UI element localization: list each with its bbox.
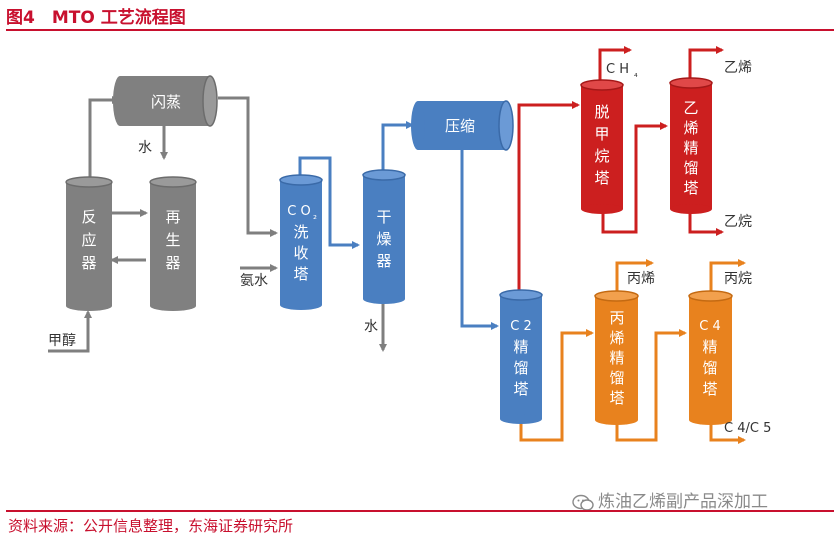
c4-tower-char-2: 馏 [702,359,717,377]
stream-labels: 水 氨水 水 甲醇 C H ₄ 乙烯 乙烷 丙烯 丙烷 C 4/C 5 [48,60,771,436]
c2-tower-char-1: 精 [513,338,528,356]
propylene-tower-char-5: 塔 [609,389,624,407]
stream-methane-sub: ₄ [634,70,638,80]
co2-washer-char-3: 塔 [293,265,308,283]
c2-to-propylene-line [519,329,594,442]
ethylene-tower-char-4: 馏 [683,159,698,177]
c4-tower: C 4 精 馏 塔 [688,290,733,425]
dryer-to-compressor-line [381,121,414,172]
propylene-tower-char-4: 馏 [609,369,624,387]
blue-flow-lines [298,121,499,330]
regenerator-vessel: 再 生 器 [149,176,197,311]
co2-washer-char-2: 收 [293,244,308,262]
compressor-to-c2-line [460,150,499,330]
stream-ethane: 乙烷 [724,214,752,230]
dryer-vessel: 干 燥 器 [362,169,406,304]
demethanizer-char-4: 塔 [594,169,609,187]
reactor-char-2: 应 [81,231,96,249]
c2-to-demethanizer-line [517,101,580,293]
dryer-char-3: 器 [376,252,391,270]
co2-washer-char-1: 洗 [293,223,308,241]
ethylene-tower-char-1: 乙 [683,99,698,117]
stream-ammonia: 氨水 [240,273,268,289]
demethanizer-tower: 脱 甲 烷 塔 [580,79,624,214]
flash-drum: 闪蒸 [113,75,218,127]
footer-rule [6,510,834,512]
stream-propylene: 丙烯 [627,271,655,287]
watermark-text: 炼油乙烯副产品深加工 [598,492,768,512]
co2-washer-tower: C O ₂ 洗 收 塔 [279,174,323,310]
source-note: 资料来源：公开信息整理，东海证券研究所 [8,517,294,535]
regenerator-char-1: 再 [165,208,180,226]
c2-tower-char-2: 馏 [513,359,528,377]
ethylene-tower-char-2: 烯 [683,119,698,137]
stream-methane: C H [606,62,629,77]
reactor-char-3: 器 [81,254,96,272]
figure-title: 图4 MTO 工艺流程图 [6,8,186,28]
propylene-tower-char-2: 烯 [609,329,624,347]
c2-tower: C 2 精 馏 塔 [499,289,543,424]
methane-out-line [598,46,632,82]
stream-propane: 丙烷 [724,271,752,287]
flash-label: 闪蒸 [151,93,181,111]
c2-tower-char-3: 塔 [513,380,528,398]
dryer-char-2: 燥 [376,230,391,248]
ethylene-tower: 乙 烯 精 馏 塔 [669,77,713,214]
stream-water-dryer: 水 [364,319,378,335]
reactor-char-1: 反 [81,208,96,226]
demethanizer-char-2: 甲 [594,125,609,143]
regenerator-char-3: 器 [165,254,180,272]
title-rule [6,29,834,31]
c4c5-out-line [709,420,746,444]
ethylene-tower-char-5: 塔 [683,179,698,197]
propylene-out-line [615,259,654,293]
compressor-drum: 压缩 [411,100,514,151]
c4-tower-char-1: 精 [702,338,717,356]
co2-washer-co: C O [287,204,310,219]
propane-out-line [709,259,746,293]
ethane-out-line [688,210,724,236]
reactor-vessel: 反 应 器 [65,176,113,311]
stream-water-flash: 水 [138,140,152,156]
stream-methanol: 甲醇 [48,332,76,349]
c2-tower-c2: C 2 [510,319,531,334]
reactor-to-flash-line [88,96,120,178]
ethylene-tower-char-3: 精 [683,139,698,157]
flash-to-washer-line [218,96,278,237]
compressor-label: 压缩 [445,117,475,135]
stream-c4c5: C 4/C 5 [724,421,771,436]
red-flow-lines [517,46,724,293]
demethanizer-char-1: 脱 [594,103,609,121]
gray-flow-lines [48,96,387,353]
c4-tower-char-3: 塔 [702,380,717,398]
regenerator-char-2: 生 [165,231,180,249]
dryer-char-1: 干 [376,208,391,226]
propylene-tower-char-3: 精 [609,349,624,367]
propylene-to-c4-line [615,329,687,442]
stream-ethylene: 乙烯 [724,60,752,76]
propylene-tower: 丙 烯 精 馏 塔 [594,290,639,425]
ethylene-out-line [688,46,724,80]
methanol-feed-line [48,310,92,353]
demethanizer-to-ethylene-line [601,122,668,234]
c4-tower-c4: C 4 [699,319,720,334]
demethanizer-char-3: 烷 [594,147,609,165]
orange-flow-lines [519,259,746,444]
washer-to-dryer-line [298,156,360,249]
propylene-tower-char-1: 丙 [609,309,624,327]
co2-washer-sub2: ₂ [313,211,317,222]
